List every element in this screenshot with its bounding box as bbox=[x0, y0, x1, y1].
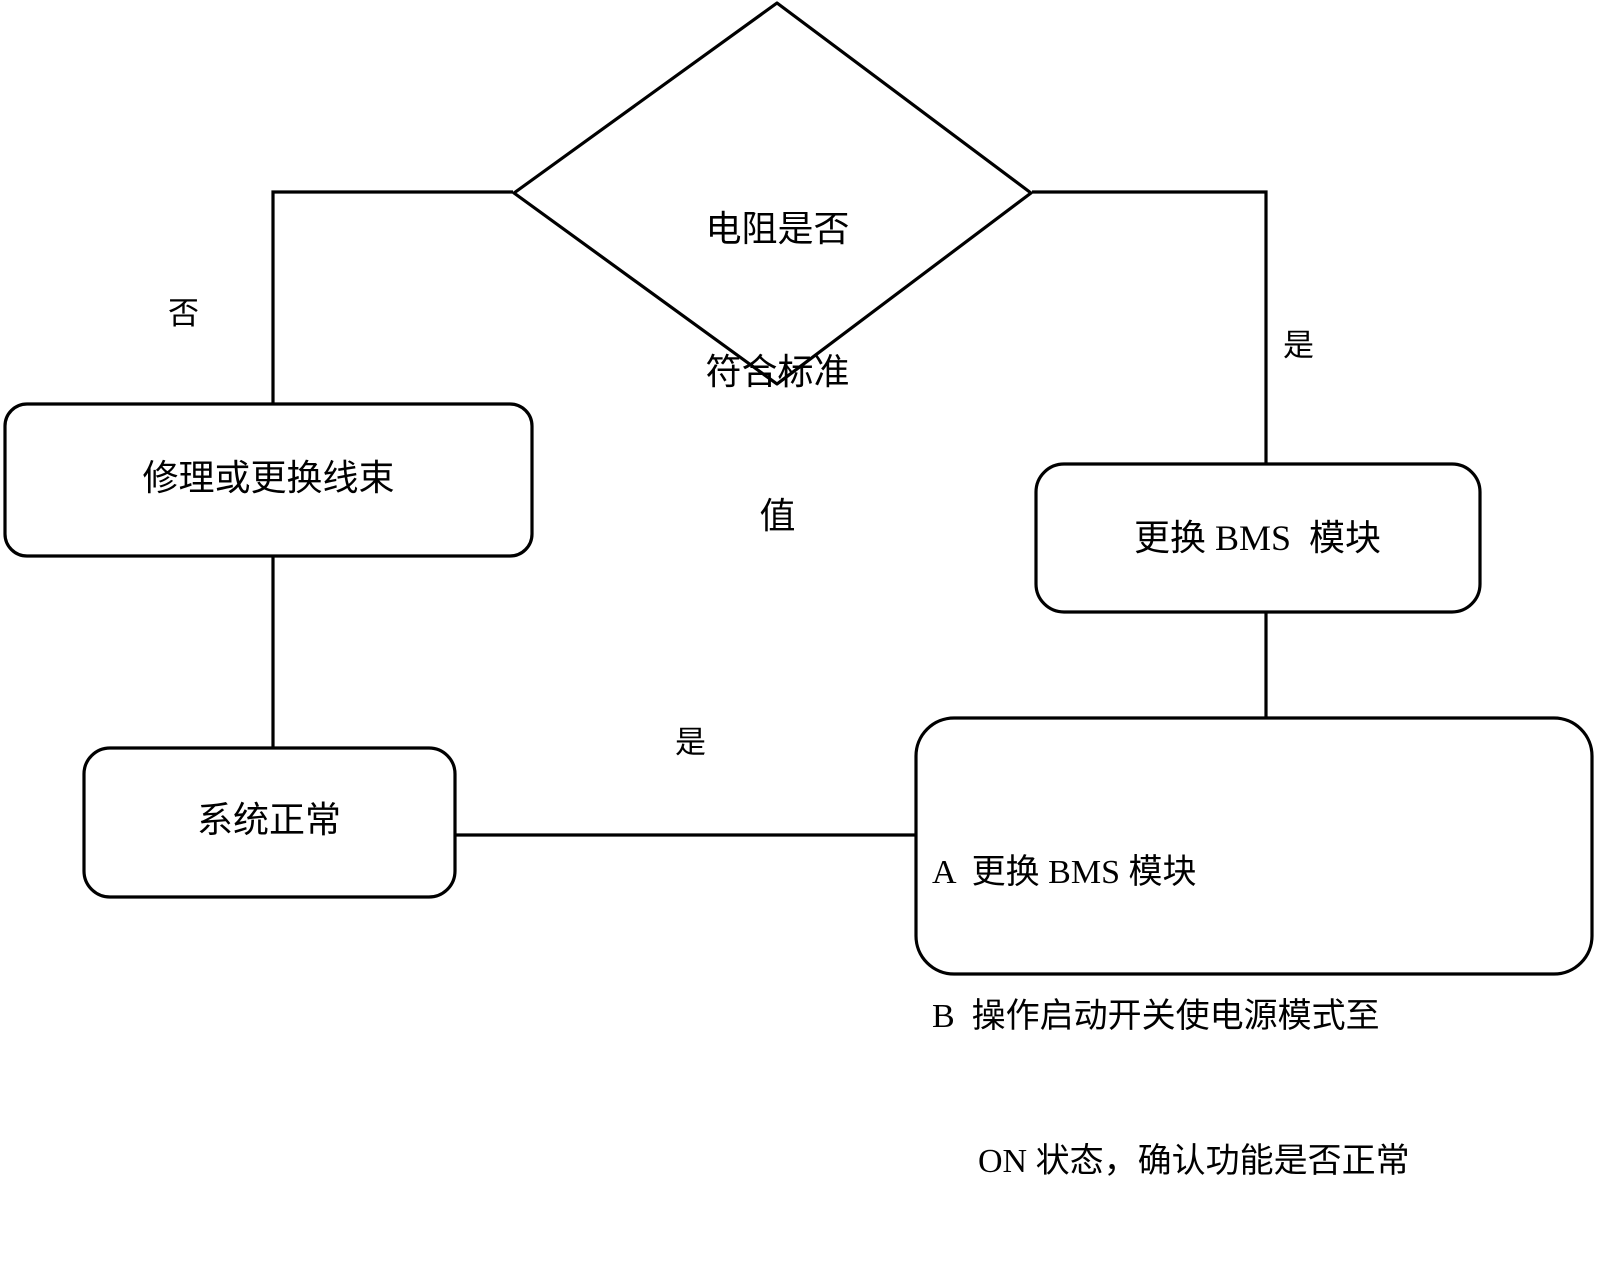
edge-label-yes-bottom: 是 bbox=[675, 725, 706, 760]
edge-label-yes-right: 是 bbox=[1283, 328, 1314, 363]
repair-harness-node-shape bbox=[3, 402, 534, 558]
decision-node-shape bbox=[512, 1, 1033, 386]
flowchart-canvas bbox=[3, 1, 1594, 976]
verify-steps-node-label: A 更换 BMS 模块 B 操作启动开关使电源模式至 ON 状态，确认功能是否正… bbox=[932, 752, 1582, 1283]
verify-step-a: A 更换 BMS 模块 bbox=[932, 853, 1197, 891]
verify-step-b: B 操作启动开关使电源模式至 bbox=[932, 998, 1380, 1036]
flowchart-diagram: 电阻是否 符合标准 值 修理或更换线束 系统正常 更换 BMS 模块 A 更换 … bbox=[3, 1, 1594, 1181]
replace-bms-node-shape bbox=[1034, 462, 1482, 614]
verify-step-b-continued: ON 状态，确认功能是否正常 bbox=[978, 1143, 1410, 1181]
connector-no-branch bbox=[271, 190, 513, 404]
system-normal-node-shape bbox=[82, 746, 457, 899]
decision-line-1: 电阻是否 bbox=[705, 208, 850, 249]
decision-node-label: 电阻是否 符合标准 值 bbox=[600, 110, 955, 637]
decision-line-3: 值 bbox=[759, 496, 796, 536]
verify-steps-node-shape bbox=[914, 716, 1594, 976]
edge-label-no: 否 bbox=[168, 296, 199, 331]
replace-bms-node-label: 更换 BMS 模块 bbox=[1133, 518, 1382, 558]
decision-line-2: 符合标准 bbox=[705, 352, 850, 393]
system-normal-node-label: 系统正常 bbox=[196, 800, 341, 840]
repair-harness-node-label: 修理或更换线束 bbox=[142, 458, 395, 498]
connector-yes-branch bbox=[1032, 190, 1268, 464]
